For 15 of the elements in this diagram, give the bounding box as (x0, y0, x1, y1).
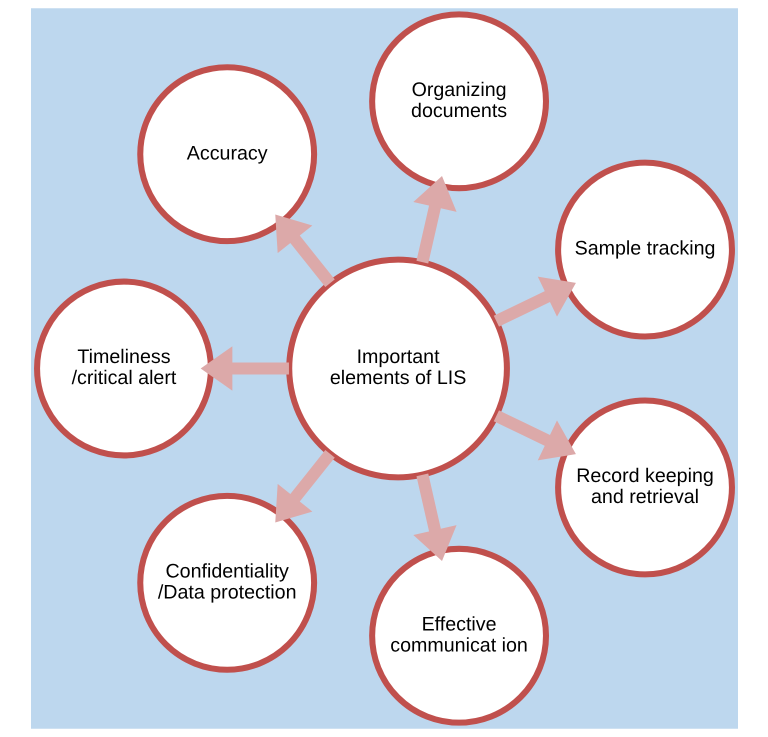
arrow (200, 346, 288, 391)
arrow (412, 474, 456, 561)
node-circle: Organizing documents (368, 11, 549, 192)
node-circle: Effective communicat ion (368, 546, 549, 726)
arrow (412, 176, 456, 264)
arrow (274, 214, 334, 287)
node-circle: Timeliness /critical alert (34, 278, 214, 458)
arrow (493, 410, 576, 460)
node-circle: Record keeping and retrieval (554, 397, 734, 578)
arrow (493, 276, 576, 327)
node-circle: Confidentiality /Data protection (136, 492, 317, 673)
node-circle: Accuracy (136, 64, 317, 244)
arrow (274, 450, 334, 522)
node-circle: Sample tracking (554, 160, 734, 340)
node-circle: Important elements of LIS (286, 256, 510, 480)
